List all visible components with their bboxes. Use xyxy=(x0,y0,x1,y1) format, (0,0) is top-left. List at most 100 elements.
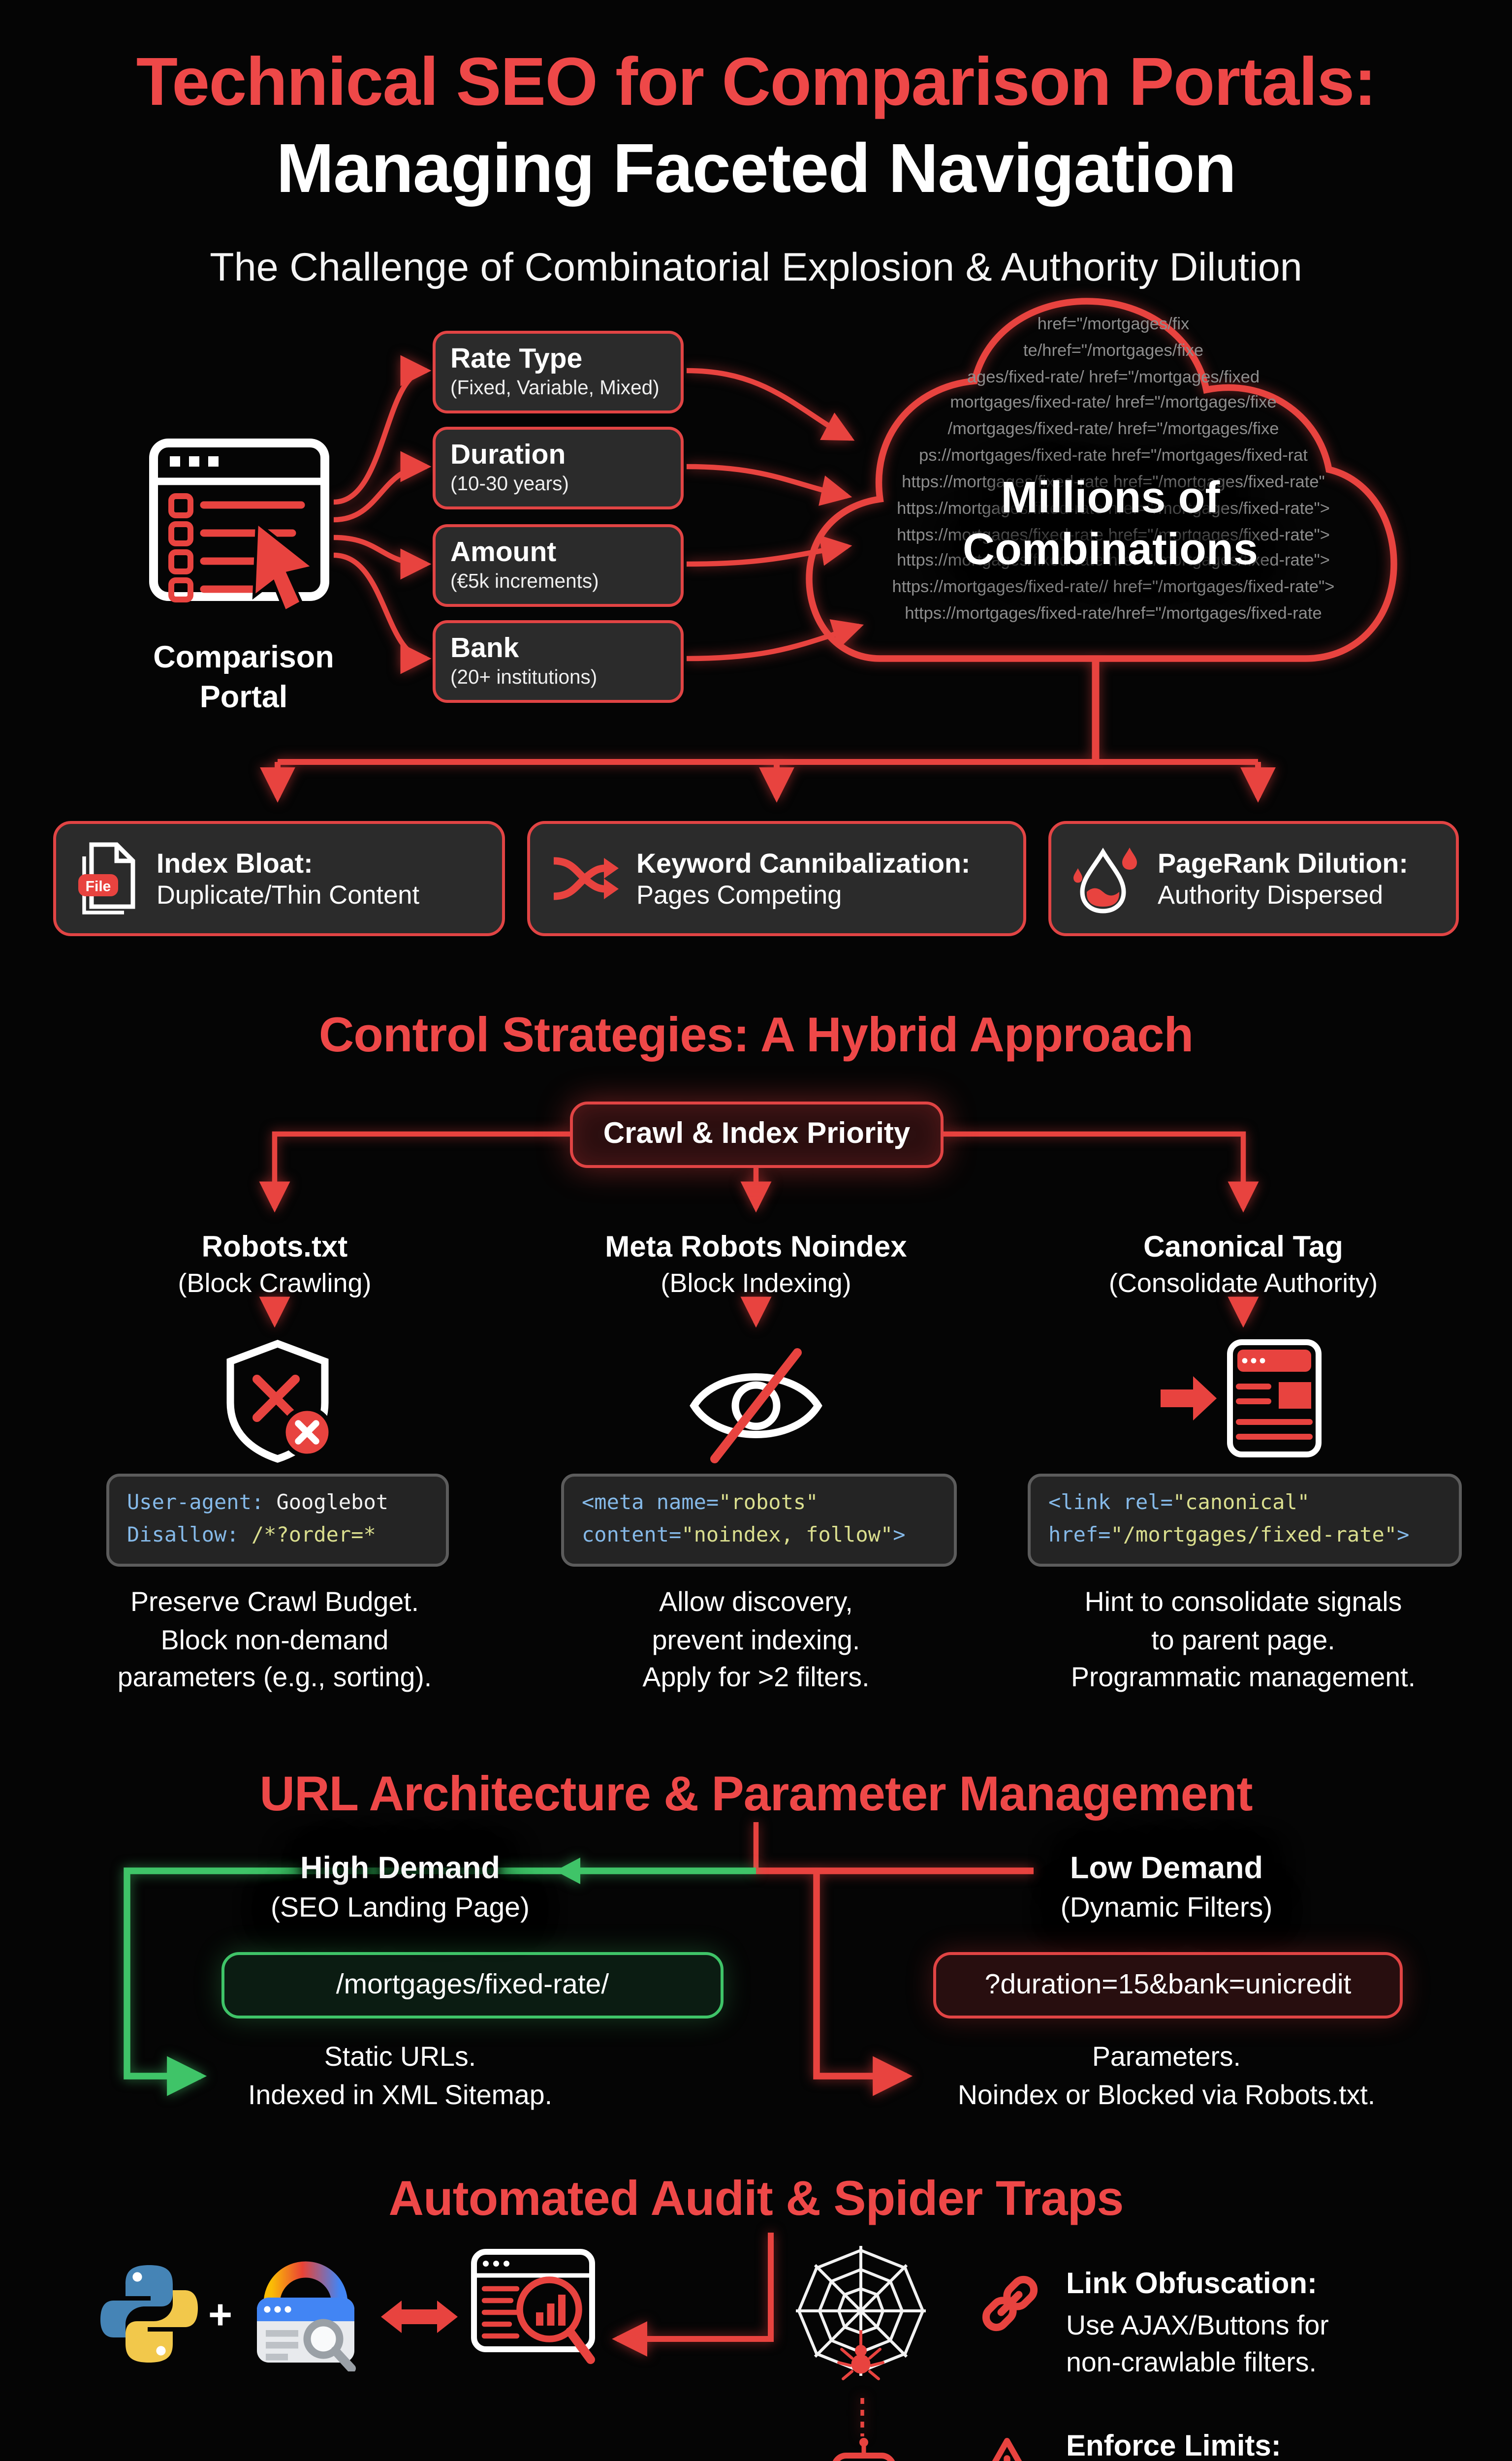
problem-title: Index Bloat: xyxy=(157,847,313,878)
column-title: Canonical Tag xyxy=(1143,1231,1343,1264)
cursor-icon xyxy=(252,519,316,614)
cloud-line: https://mortgages/fixed-rate// href="/mo… xyxy=(892,579,1335,597)
column-title: Meta Robots Noindex xyxy=(605,1231,907,1264)
high-demand-sub: (SEO Landing Page) xyxy=(270,1893,530,1924)
canonical-desc: Hint to consolidate signals to parent pa… xyxy=(1071,1586,1416,1693)
high-demand-desc: Static URLs. Indexed in XML Sitemap. xyxy=(248,2041,552,2110)
eye-slash-icon xyxy=(690,1348,822,1463)
problem-sub: Authority Dispersed xyxy=(1158,879,1384,909)
filter-title: Amount xyxy=(450,537,557,569)
problem-sub: Pages Competing xyxy=(636,879,842,909)
problem-box-cannibalization: Keyword Cannibalization: Pages Competing xyxy=(527,821,1026,936)
robots-desc: Preserve Crawl Budget. Block non-demand … xyxy=(117,1586,432,1693)
code-value: "/mortgages/fixed-rate" xyxy=(1110,1523,1397,1547)
high-demand-url-pill: /mortgages/fixed-rate/ xyxy=(221,1952,724,2019)
cloud-line: ages/fixed-rate/ href="/mortgages/fixed xyxy=(967,368,1260,386)
svg-text:File: File xyxy=(86,879,111,895)
plus-sign: + xyxy=(208,2292,233,2337)
file-icon: File xyxy=(78,842,135,915)
filter-title: Rate Type xyxy=(450,344,583,376)
double-arrow-icon xyxy=(381,2301,458,2333)
column-head-robots: Robots.txt (Block Crawling) xyxy=(53,1229,496,1300)
url-pill-label: ?duration=15&bank=unicredit xyxy=(984,1969,1352,2000)
audit-heading: Automated Audit & Spider Traps xyxy=(388,2171,1124,2225)
low-demand-desc: Parameters. Noindex or Blocked via Robot… xyxy=(957,2041,1376,2110)
filter-sub: (10-30 years) xyxy=(450,472,569,494)
problem-title: Keyword Cannibalization: xyxy=(636,847,971,878)
problem-sub: Duplicate/Thin Content xyxy=(157,879,420,909)
filter-title: Bank xyxy=(450,633,519,665)
cloud-line: mortgages/fixed-rate/ href="/mortgages/f… xyxy=(950,395,1277,413)
strategies-heading: Control Strategies: A Hybrid Approach xyxy=(318,1007,1194,1062)
cloud-line: https://mortgages/fixed-rate href="/mort… xyxy=(897,500,1330,518)
cloud-line: te/href="/mortgages/fixe xyxy=(1023,342,1204,360)
cloud-line: https://mortgages/fixed-rate href="/mort… xyxy=(897,526,1330,544)
filter-sub: (€5k increments) xyxy=(450,569,599,592)
subtitle: The Challenge of Combinatorial Explosion… xyxy=(210,245,1302,289)
low-demand-sub: (Dynamic Filters) xyxy=(1060,1893,1273,1924)
code-key: > xyxy=(893,1523,906,1547)
column-head-canonical: Canonical Tag (Consolidate Authority) xyxy=(1022,1229,1465,1300)
cloud-label: Millions of Combinations xyxy=(859,473,1361,576)
filter-box-amount: Amount (€5k increments) xyxy=(433,524,684,607)
noindex-desc: Allow discovery, prevent indexing. Apply… xyxy=(642,1586,870,1693)
cloud-line: href="/mortgages/fix xyxy=(1037,316,1190,334)
low-demand-url-pill: ?duration=15&bank=unicredit xyxy=(933,1952,1403,2019)
code-value: "robots" xyxy=(719,1491,819,1515)
code-key: <link rel= xyxy=(1048,1491,1173,1515)
portal-window-icon xyxy=(149,439,329,614)
code-key: href= xyxy=(1048,1523,1111,1547)
code-key: Disallow: xyxy=(127,1523,252,1547)
shield-block-icon xyxy=(226,1339,333,1463)
shuffle-icon xyxy=(553,857,619,900)
spider-web-icon xyxy=(796,2246,926,2380)
problem-box-pagerank-dilution: PageRank Dilution: Authority Dispersed xyxy=(1048,821,1459,936)
code-value: "canonical" xyxy=(1172,1491,1310,1515)
audit-caption-title: Python + GSC API: xyxy=(66,2460,628,2461)
gsc-icon xyxy=(257,2261,356,2371)
crawl-index-priority-pill: Crawl & Index Priority xyxy=(570,1102,944,1168)
drops-icon xyxy=(1073,848,1137,914)
url-architecture-heading: URL Architecture & Parameter Management xyxy=(259,1766,1253,1821)
tip-enforce-limits-title: Enforce Limits: xyxy=(1066,2430,1281,2461)
code-value: /*?order=* xyxy=(251,1523,376,1547)
robot-icon xyxy=(832,2438,895,2461)
filter-sub: (20+ institutions) xyxy=(450,665,598,688)
python-icon xyxy=(100,2265,198,2363)
canonical-code: <link rel="canonical" href="/mortgages/f… xyxy=(1028,1474,1462,1568)
tip-link-obfuscation-title: Link Obfuscation: xyxy=(1066,2268,1317,2301)
problem-box-index-bloat: File Index Bloat: Duplicate/Thin Content xyxy=(53,821,505,936)
cloud-label-line2: Combinations xyxy=(963,526,1258,575)
code-value: Googlebot xyxy=(276,1491,389,1515)
code-key: User-agent: xyxy=(127,1491,277,1515)
cloud-line: https://mortgages/fixed-rate/href="/mort… xyxy=(905,605,1322,623)
url-pill-label: /mortgages/fixed-rate/ xyxy=(336,1969,609,2000)
cloud-line: ps://mortgages/fixed-rate href="/mortgag… xyxy=(919,447,1308,466)
code-key: <meta name= xyxy=(582,1491,719,1515)
high-demand-title: High Demand xyxy=(300,1852,501,1886)
filter-box-rate-type: Rate Type (Fixed, Variable, Mixed) xyxy=(433,331,684,413)
filter-title: Duration xyxy=(450,440,566,472)
portal-label: Comparison Portal xyxy=(153,641,334,715)
cloud-label-line1: Millions of xyxy=(1001,474,1220,523)
audit-browser-icon xyxy=(471,2249,595,2364)
column-title: Robots.txt xyxy=(201,1231,348,1264)
cloud-line: https://mortgages/fixed-rate href="/mort… xyxy=(897,552,1330,570)
title-line1: Technical SEO for Comparison Portals: xyxy=(136,43,1377,120)
column-sub: (Block Crawling) xyxy=(178,1268,372,1298)
cloud-line: /mortgages/fixed-rate/ href="/mortgages/… xyxy=(947,421,1279,439)
link-icon xyxy=(982,2275,1038,2332)
filter-sub: (Fixed, Variable, Mixed) xyxy=(450,376,660,398)
problem-title: PageRank Dilution: xyxy=(1158,847,1408,878)
warning-icon xyxy=(992,2438,1022,2461)
cloud-outline xyxy=(806,298,1397,662)
meta-robots-code: <meta name="robots" content="noindex, fo… xyxy=(561,1474,957,1568)
canonical-browser-icon xyxy=(1227,1339,1322,1457)
code-key: > xyxy=(1397,1523,1410,1547)
column-sub: (Consolidate Authority) xyxy=(1108,1268,1378,1298)
cloud-line: https://mortgages/fixed-rate href="/mort… xyxy=(902,473,1325,492)
pill-label: Crawl & Index Priority xyxy=(603,1118,911,1150)
canonical-arrow-icon xyxy=(1161,1376,1217,1420)
